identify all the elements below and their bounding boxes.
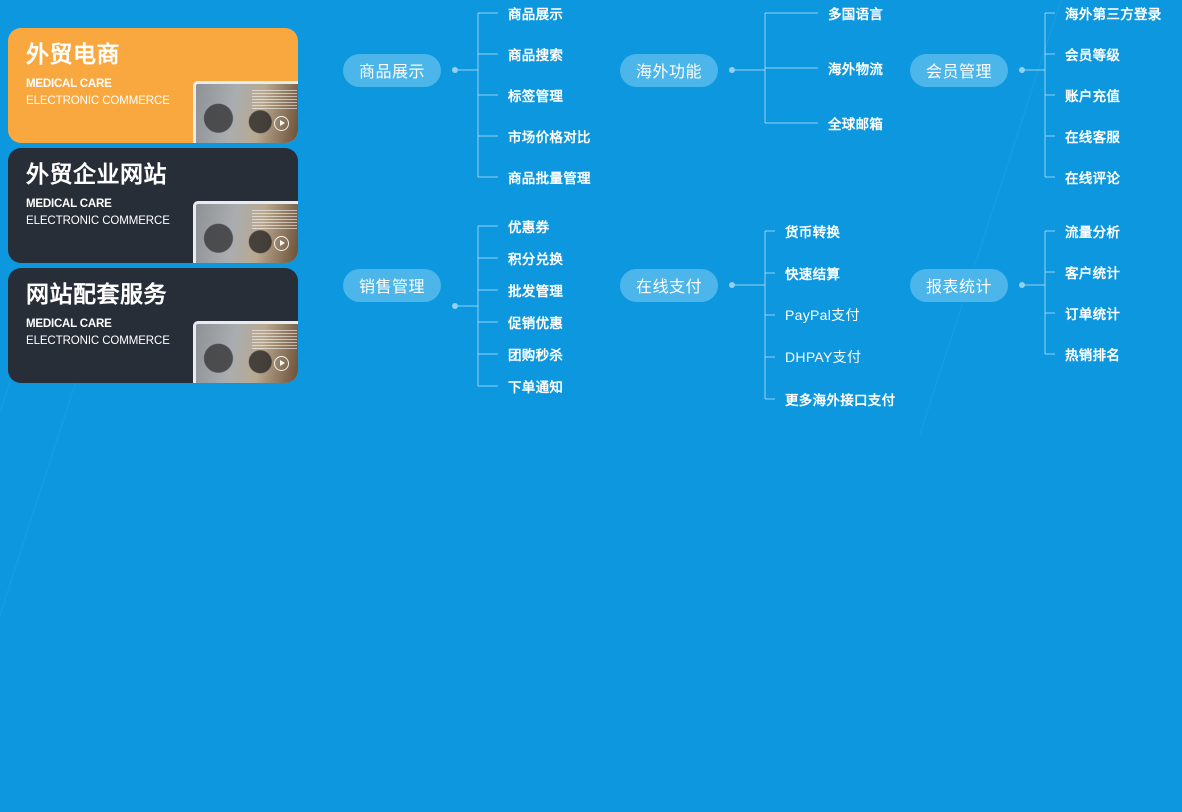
mindmap-leaf-overseas-features-0[interactable]: 多国语言	[828, 7, 884, 22]
mindmap-leaf-online-payment-1[interactable]: 快速结算	[785, 267, 841, 282]
thumbnail-photo	[196, 84, 298, 143]
promo-card-subtitle-2: ELECTRONIC COMMERCE	[26, 94, 170, 107]
promo-card-subtitle-1: MEDICAL CARE	[26, 78, 112, 91]
mindmap-connectors	[452, 12, 1055, 400]
mindmap-leaf-member-management-1[interactable]: 会员等级	[1065, 48, 1121, 63]
mindmap-leaf-sales-management-1[interactable]: 积分兑换	[508, 252, 564, 267]
connector-dot	[452, 303, 458, 309]
mindmap-leaf-overseas-features-2[interactable]: 全球邮箱	[828, 117, 884, 132]
mindmap-leaf-product-display-1[interactable]: 商品搜索	[508, 48, 564, 63]
mindmap-leaf-sales-management-2[interactable]: 批发管理	[508, 284, 564, 299]
thumbnail-photo	[196, 204, 298, 263]
promo-card-thumbnail[interactable]	[193, 81, 298, 143]
mindmap-leaf-product-display-3[interactable]: 市场价格对比	[508, 130, 591, 145]
promo-card-list: 外贸电商 MEDICAL CARE ELECTRONIC COMMERCE 外贸…	[0, 0, 310, 406]
mindmap-leaf-online-payment-0[interactable]: 货币转换	[785, 225, 841, 240]
connector-dot	[729, 67, 735, 73]
connector-dot	[1019, 282, 1025, 288]
mindmap-node-label: 报表统计	[926, 279, 993, 296]
mindmap-leaf-sales-management-4[interactable]: 团购秒杀	[508, 348, 564, 363]
mindmap-leaf-report-statistics-2[interactable]: 订单统计	[1065, 307, 1121, 322]
promo-card-website-support-service[interactable]: 网站配套服务 MEDICAL CARE ELECTRONIC COMMERCE	[8, 268, 298, 383]
promo-card-foreign-trade-ecommerce[interactable]: 外贸电商 MEDICAL CARE ELECTRONIC COMMERCE	[8, 28, 298, 143]
mindmap-leaf-report-statistics-1[interactable]: 客户统计	[1065, 266, 1121, 281]
mindmap-node-report-statistics[interactable]: 报表统计	[910, 268, 1008, 302]
play-button-icon[interactable]	[274, 356, 289, 371]
promo-card-subtitle-1: MEDICAL CARE	[26, 198, 112, 211]
mindmap-leaf-report-statistics-3[interactable]: 热销排名	[1065, 348, 1121, 363]
mindmap-leaf-sales-management-5[interactable]: 下单通知	[508, 380, 564, 395]
mindmap-leaf-online-payment-3[interactable]: DHPAY支付	[785, 349, 862, 365]
promo-card-title: 网站配套服务	[26, 281, 167, 307]
promo-card-subtitle-2: ELECTRONIC COMMERCE	[26, 214, 170, 227]
mindmap-node-sales-management[interactable]: 销售管理	[343, 268, 441, 302]
mindmap-leaf-member-management-3[interactable]: 在线客服	[1065, 130, 1121, 145]
mindmap-node-label: 销售管理	[359, 279, 426, 296]
mindmap-leaf-overseas-features-1[interactable]: 海外物流	[828, 62, 884, 77]
mindmap-node-label: 商品展示	[359, 64, 426, 81]
promo-card-title: 外贸企业网站	[26, 161, 167, 187]
mindmap-node-product-display[interactable]: 商品展示	[343, 53, 441, 87]
promo-card-thumbnail[interactable]	[193, 201, 298, 263]
mindmap-leaf-sales-management-0[interactable]: 优惠券	[508, 220, 550, 235]
promo-card-title: 外贸电商	[26, 41, 120, 67]
connector-dot	[729, 282, 735, 288]
mindmap-leaf-member-management-4[interactable]: 在线评论	[1065, 171, 1121, 186]
mindmap-leaf-sales-management-3[interactable]: 促销优惠	[508, 316, 564, 331]
mindmap-node-label: 会员管理	[926, 64, 993, 81]
connector-dot	[452, 67, 458, 73]
mindmap-leaf-online-payment-4[interactable]: 更多海外接口支付	[785, 393, 896, 408]
play-button-icon[interactable]	[274, 116, 289, 131]
mindmap-leaf-product-display-0[interactable]: 商品展示	[508, 7, 564, 22]
thumbnail-photo	[196, 324, 298, 383]
mindmap-node-overseas-features[interactable]: 海外功能	[620, 53, 718, 87]
mindmap-leaf-report-statistics-0[interactable]: 流量分析	[1065, 225, 1121, 240]
play-button-icon[interactable]	[274, 236, 289, 251]
promo-card-subtitle-2: ELECTRONIC COMMERCE	[26, 334, 170, 347]
promo-card-foreign-trade-website[interactable]: 外贸企业网站 MEDICAL CARE ELECTRONIC COMMERCE	[8, 148, 298, 263]
mindmap-node-member-management[interactable]: 会员管理	[910, 53, 1008, 87]
mindmap-node-online-payment[interactable]: 在线支付	[620, 268, 718, 302]
mindmap-leaf-member-management-2[interactable]: 账户充值	[1065, 89, 1121, 104]
mindmap-leaf-product-display-4[interactable]: 商品批量管理	[508, 171, 591, 186]
promo-card-subtitle-1: MEDICAL CARE	[26, 318, 112, 331]
connector-dot	[1019, 67, 1025, 73]
mindmap-node-label: 在线支付	[636, 279, 703, 296]
promo-card-thumbnail[interactable]	[193, 321, 298, 383]
mindmap-leaf-member-management-0[interactable]: 海外第三方登录	[1065, 7, 1162, 22]
mindmap-leaf-online-payment-2[interactable]: PayPal支付	[785, 307, 860, 323]
mindmap-node-label: 海外功能	[636, 64, 703, 81]
mindmap-leaf-product-display-2[interactable]: 标签管理	[508, 89, 564, 104]
feature-mindmap: 商品展示商品展示商品搜索标签管理市场价格对比商品批量管理海外功能多国语言海外物流…	[310, 0, 1182, 408]
